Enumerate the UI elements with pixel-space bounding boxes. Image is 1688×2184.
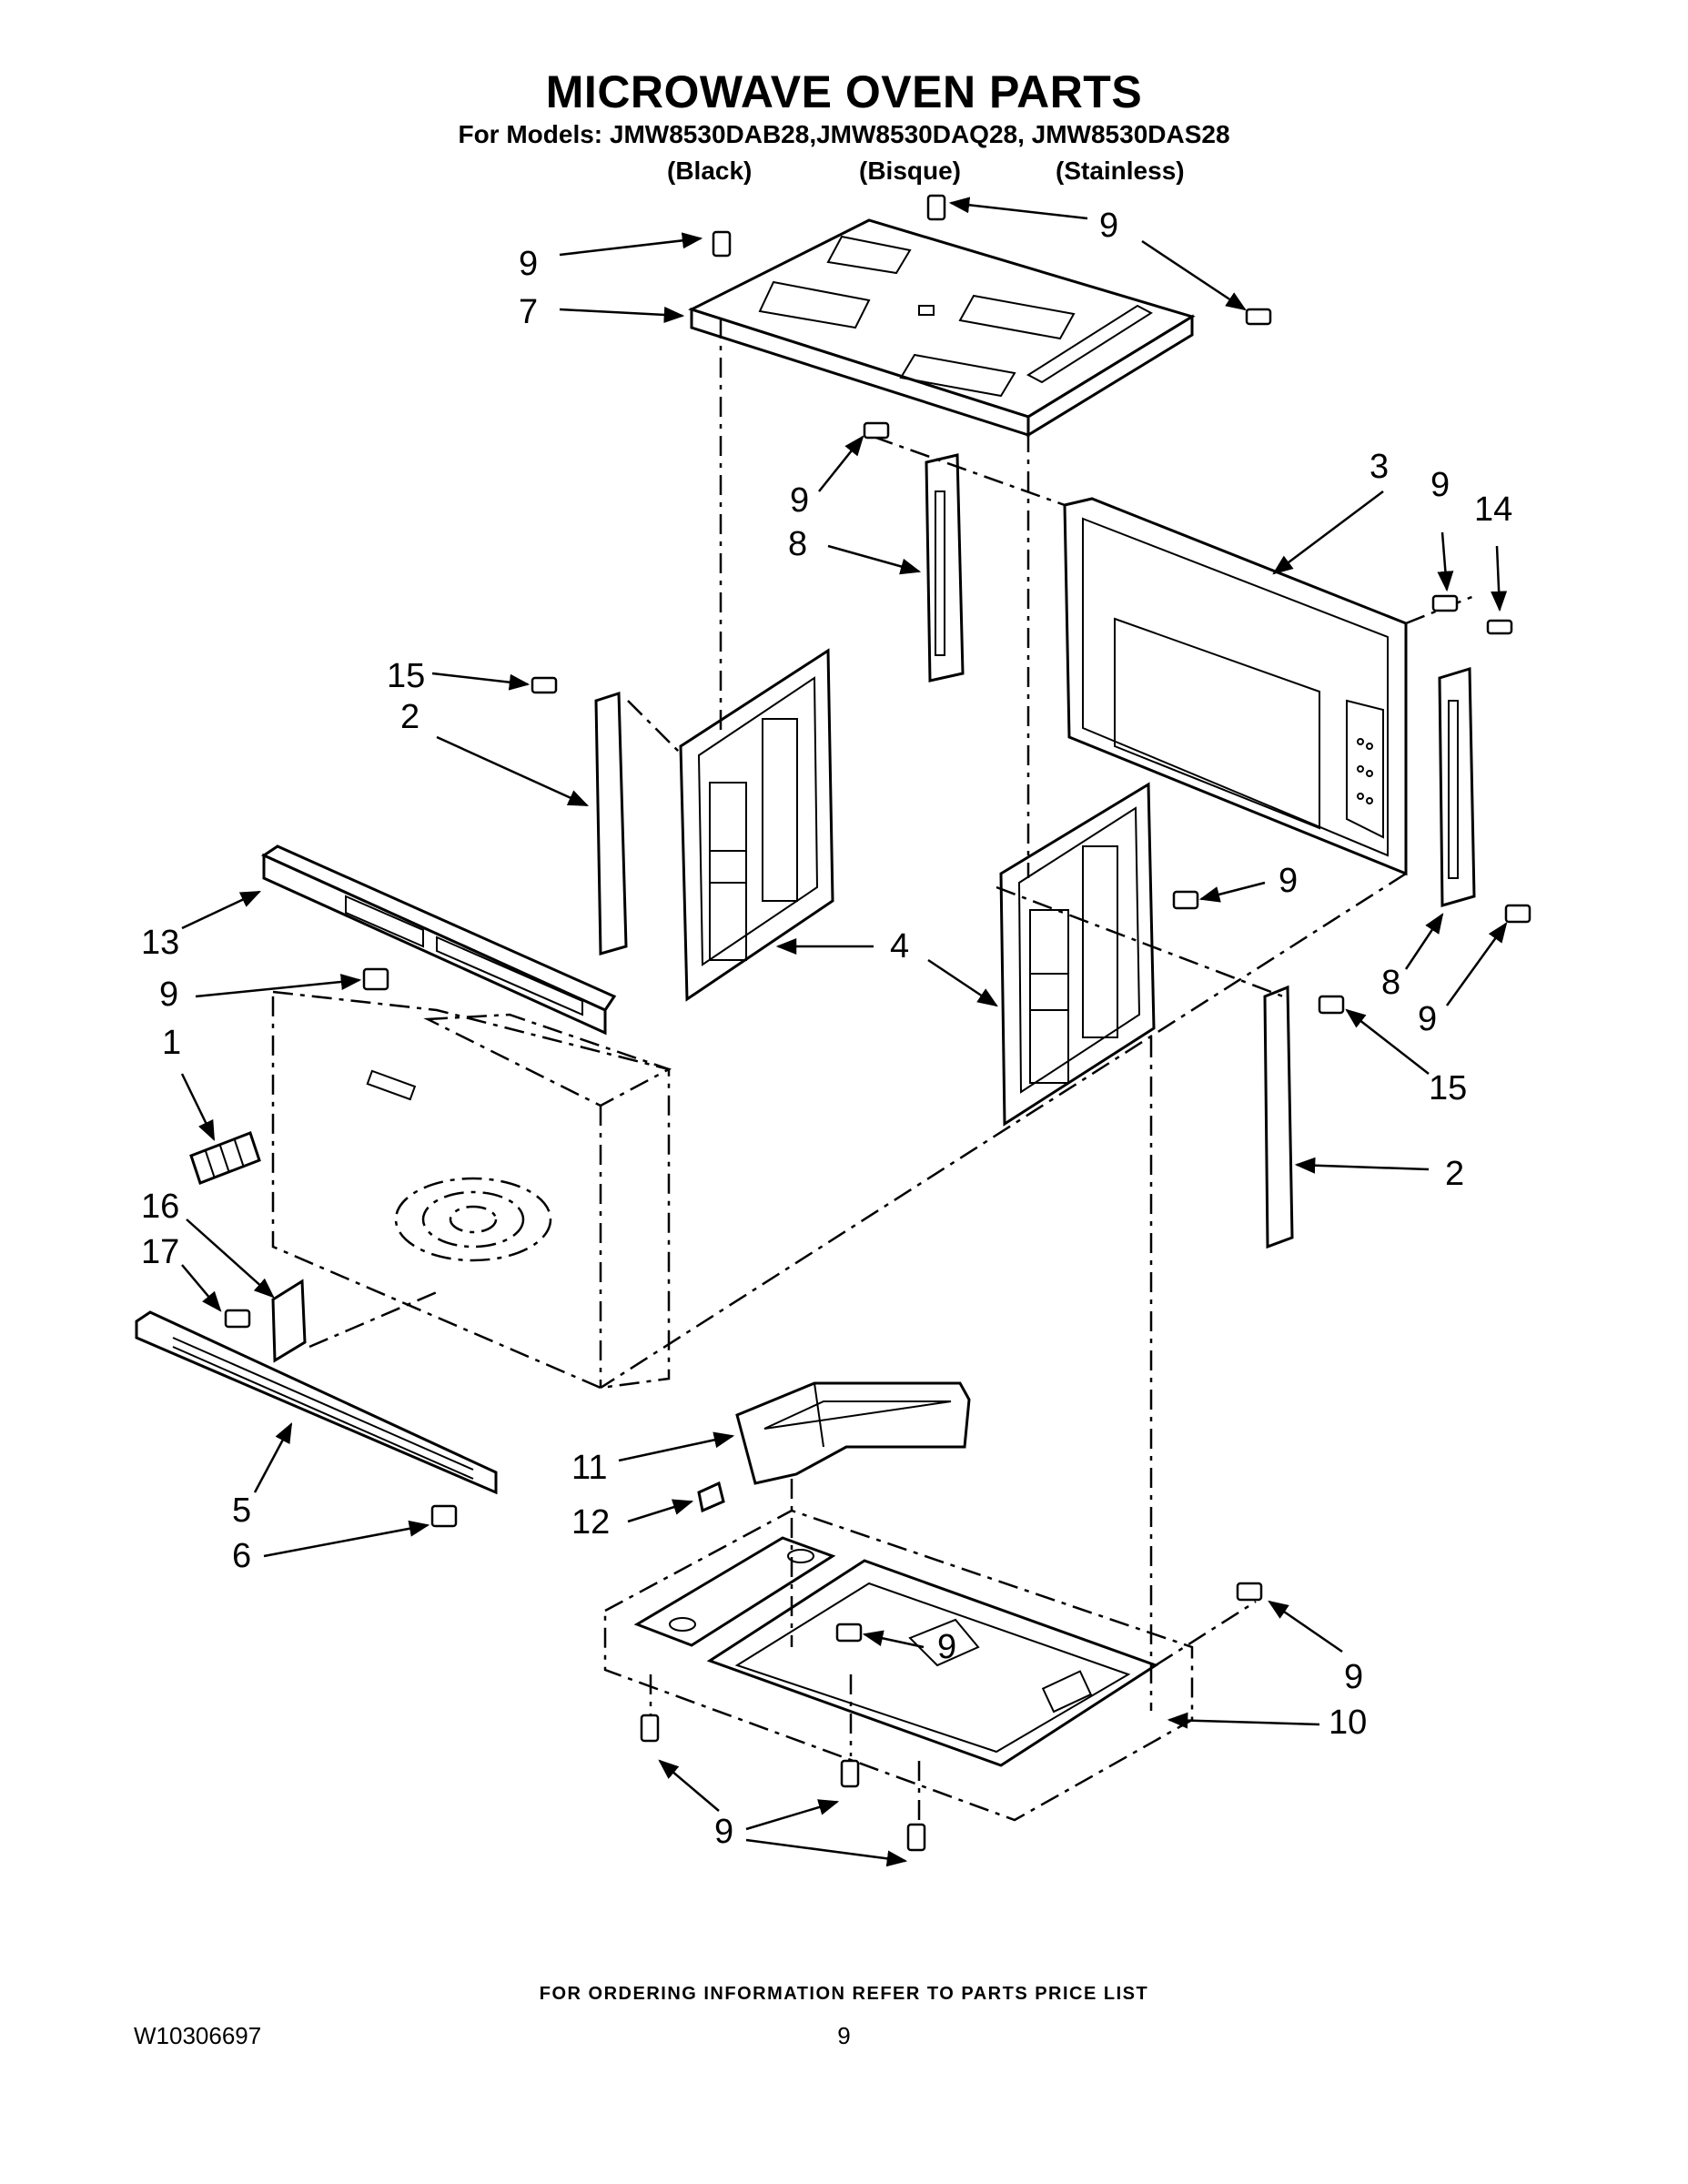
callout-13: 13 [141, 924, 179, 962]
callout-1: 1 [162, 1024, 181, 1062]
callout-6: 6 [232, 1537, 251, 1575]
part-8-upper-bracket [925, 453, 965, 682]
part-5-front-bottom-bar [135, 1310, 498, 1495]
part-10-base-assembly [603, 1509, 1194, 1822]
part-12-small-block [697, 1481, 725, 1513]
page-title: MICROWAVE OVEN PARTS [545, 66, 1143, 117]
part-8-lower-bracket [1438, 666, 1476, 907]
screw-9-right-side [1172, 890, 1199, 910]
callout-16: 16 [141, 1188, 179, 1226]
model-list: For Models: JMW8530DAB28,JMW8530DAQ28, J… [458, 120, 1230, 148]
part-11-duct [735, 1381, 971, 1485]
callout-15-left: 15 [387, 657, 425, 695]
callout-12: 12 [571, 1503, 610, 1542]
callout-9-front-bar: 9 [159, 976, 178, 1014]
callout-2-left: 2 [400, 698, 419, 736]
screw-9-top-right [1245, 308, 1272, 326]
callout-2-right: 2 [1445, 1155, 1464, 1193]
screws [224, 194, 1531, 1852]
callout-5: 5 [232, 1491, 251, 1530]
screw-15-left [531, 676, 558, 694]
part-1-connector-block [189, 1131, 261, 1185]
screw-9-top-center [926, 194, 946, 221]
callout-3: 3 [1370, 448, 1389, 486]
part-4-left-side-panel [679, 648, 834, 1002]
callout-9-right-lower: 9 [1418, 1000, 1437, 1038]
callout-15-right: 15 [1429, 1069, 1467, 1107]
document-number: W10306697 [134, 2022, 262, 2049]
screw-9-base-left [640, 1714, 660, 1743]
callout-9-base-right: 9 [1344, 1658, 1363, 1696]
callout-4: 4 [890, 927, 909, 966]
callout-8-lower: 8 [1381, 964, 1400, 1002]
ordering-note: FOR ORDERING INFORMATION REFER TO PARTS … [539, 1984, 1149, 2004]
part-3-rear-panel [1063, 497, 1408, 876]
part-2-right-strip [1263, 985, 1294, 1249]
callout-8-upper: 8 [788, 525, 807, 563]
callout-17: 17 [141, 1233, 179, 1271]
callout-9-bottom: 9 [714, 1813, 733, 1851]
callout-10: 10 [1329, 1704, 1367, 1742]
screw-9-right-lower [1504, 904, 1531, 924]
screw-14 [1486, 619, 1513, 635]
part-7-top-cover [688, 218, 1196, 438]
alignment-lines [308, 318, 1475, 1847]
screw-9-front-bar [362, 967, 389, 991]
callout-7: 7 [519, 293, 538, 331]
screw-9-top-left [712, 230, 732, 258]
callout-9-right-side: 9 [1279, 862, 1298, 900]
color-label-bisque: (Bisque) [859, 157, 961, 185]
callout-9-rear-panel: 9 [1430, 466, 1450, 504]
screw-15-right [1318, 995, 1345, 1015]
part-16-small-plate [271, 1279, 307, 1363]
leader-lines [180, 197, 1508, 1867]
screw-9-bracket [863, 421, 890, 440]
screw-9-rear-panel [1431, 594, 1459, 612]
part-4-right-side-panel [999, 782, 1156, 1127]
callout-9-base-center: 9 [937, 1628, 956, 1666]
screw-17 [224, 1309, 251, 1329]
callout-9-top-left: 9 [519, 245, 538, 283]
screw-9-base-center [835, 1623, 863, 1643]
screw-6 [430, 1504, 458, 1528]
callout-14: 14 [1474, 490, 1512, 529]
screw-9-base-right [1236, 1582, 1263, 1602]
callout-9-bracket: 9 [790, 481, 809, 520]
part-2-left-strip [594, 691, 628, 956]
part-13-front-top-bar [260, 844, 617, 1036]
screw-9-base-front [840, 1759, 860, 1788]
page-number: 9 [837, 2022, 851, 2049]
callout-labels: 9 9 7 9 8 3 9 14 15 2 13 9 1 4 9 8 9 15 … [141, 207, 1512, 1851]
callout-11: 11 [571, 1449, 607, 1487]
callout-9-top-center: 9 [1099, 207, 1118, 245]
color-label-black: (Black) [667, 157, 753, 185]
part-1-oven-cavity [271, 990, 672, 1390]
color-label-stainless: (Stainless) [1056, 157, 1185, 185]
screw-9-base-bottom [906, 1823, 926, 1852]
